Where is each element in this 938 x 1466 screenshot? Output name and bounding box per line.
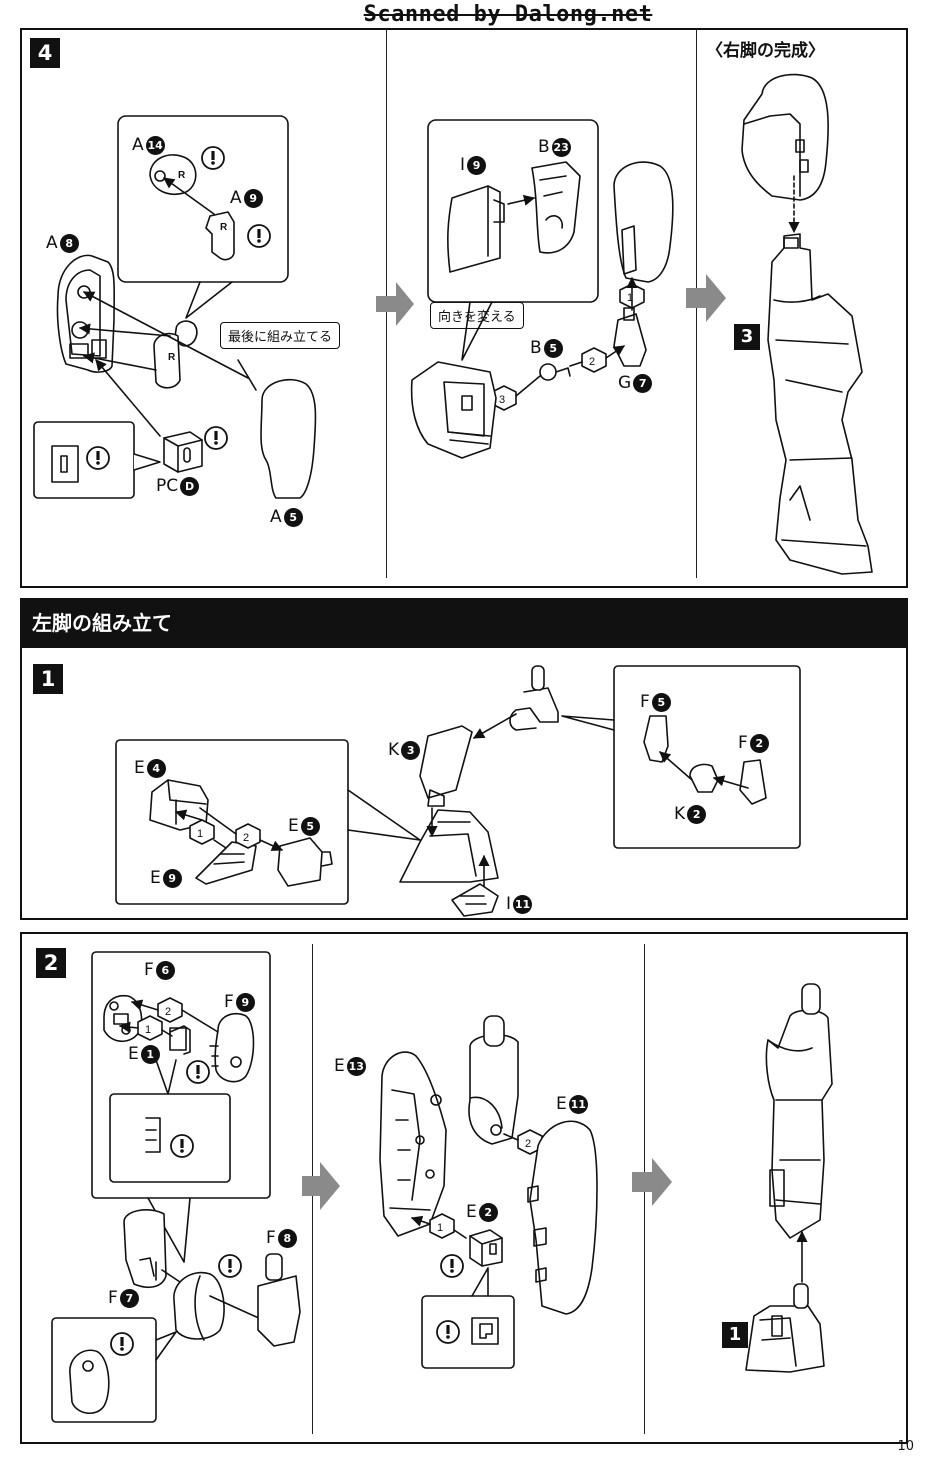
part-a9-shape: R xyxy=(205,211,235,261)
part-f7-shape xyxy=(123,1209,167,1289)
part-f9-shape xyxy=(214,1012,255,1083)
part-k3-shape xyxy=(419,725,473,799)
zoom-box-i9-b23 xyxy=(427,119,599,303)
svg-text:2: 2 xyxy=(589,356,595,368)
left-step2-number: 2 xyxy=(36,948,66,978)
svg-text:1: 1 xyxy=(145,1024,151,1036)
part-b23-shape xyxy=(531,161,581,254)
left-step1-number: 1 xyxy=(33,664,63,694)
part-a8-shape xyxy=(56,254,116,373)
part-g7-shape xyxy=(613,313,647,367)
part-i11-shape xyxy=(451,883,499,917)
svg-text:R: R xyxy=(220,222,228,233)
part-f2-shape xyxy=(739,759,767,805)
zoom-box-f6-f9-e1 xyxy=(91,951,271,1199)
left-step2-ref-step: 1 xyxy=(722,1322,748,1348)
zoom-box-e4-e5-e9 xyxy=(115,739,349,905)
complete-upper-shell xyxy=(741,73,829,201)
part-a14-shape: R xyxy=(149,154,197,196)
part-i9-shape xyxy=(447,185,501,273)
part-e2-shape xyxy=(469,1229,503,1267)
svg-text:2: 2 xyxy=(525,1138,531,1150)
svg-text:2: 2 xyxy=(165,1006,171,1018)
part-e11-shape xyxy=(529,1120,598,1315)
svg-text:2: 2 xyxy=(243,832,249,844)
part-upper-shell-shape xyxy=(613,161,674,283)
e1-detail-box xyxy=(109,1093,231,1183)
svg-text:R: R xyxy=(168,352,176,363)
left-leg-section-title: 左脚の組み立て xyxy=(20,598,908,648)
zoom-callout-pointer xyxy=(185,281,233,319)
part-b5-shape xyxy=(539,363,557,381)
e2-detail-box xyxy=(421,1295,515,1369)
callout-change-direction: 向きを変える xyxy=(430,302,524,329)
step4-ref-step: 3 xyxy=(734,324,760,350)
callout-assemble-last: 最後に組み立てる xyxy=(220,322,341,349)
page-number: 10 xyxy=(897,1439,914,1454)
next-arrow-1 xyxy=(376,282,414,326)
part-pcd-shape xyxy=(163,431,203,473)
step4-number: 4 xyxy=(30,38,60,68)
zoom-box-a14-a9 xyxy=(117,115,289,283)
zoom-box-f5-f2-k2 xyxy=(613,665,801,849)
svg-text:1: 1 xyxy=(437,1222,443,1234)
pcd-detail-box xyxy=(33,421,135,499)
svg-text:1: 1 xyxy=(197,828,203,840)
next-arrow-3 xyxy=(302,1162,340,1210)
part-thigh-shape xyxy=(468,1033,519,1145)
next-arrow-2 xyxy=(686,274,726,322)
knee-cover-detail-box xyxy=(51,1317,157,1423)
complete-lower-leg xyxy=(767,233,873,575)
svg-text:R: R xyxy=(178,170,186,181)
part-k2-shape xyxy=(689,763,719,793)
watermark: Scanned by Dalong.net xyxy=(363,2,653,27)
svg-text:3: 3 xyxy=(499,394,505,406)
part-upper-joint-shape xyxy=(509,687,559,731)
svg-text:1: 1 xyxy=(627,292,633,304)
part-f8-shape xyxy=(257,1275,301,1347)
part-e5-shape xyxy=(277,837,323,887)
part-e13-shape xyxy=(379,1051,447,1237)
part-a5-shape xyxy=(260,378,317,499)
right-leg-complete-heading: 〈右脚の完成〉 xyxy=(706,41,825,61)
next-arrow-4 xyxy=(632,1158,672,1206)
